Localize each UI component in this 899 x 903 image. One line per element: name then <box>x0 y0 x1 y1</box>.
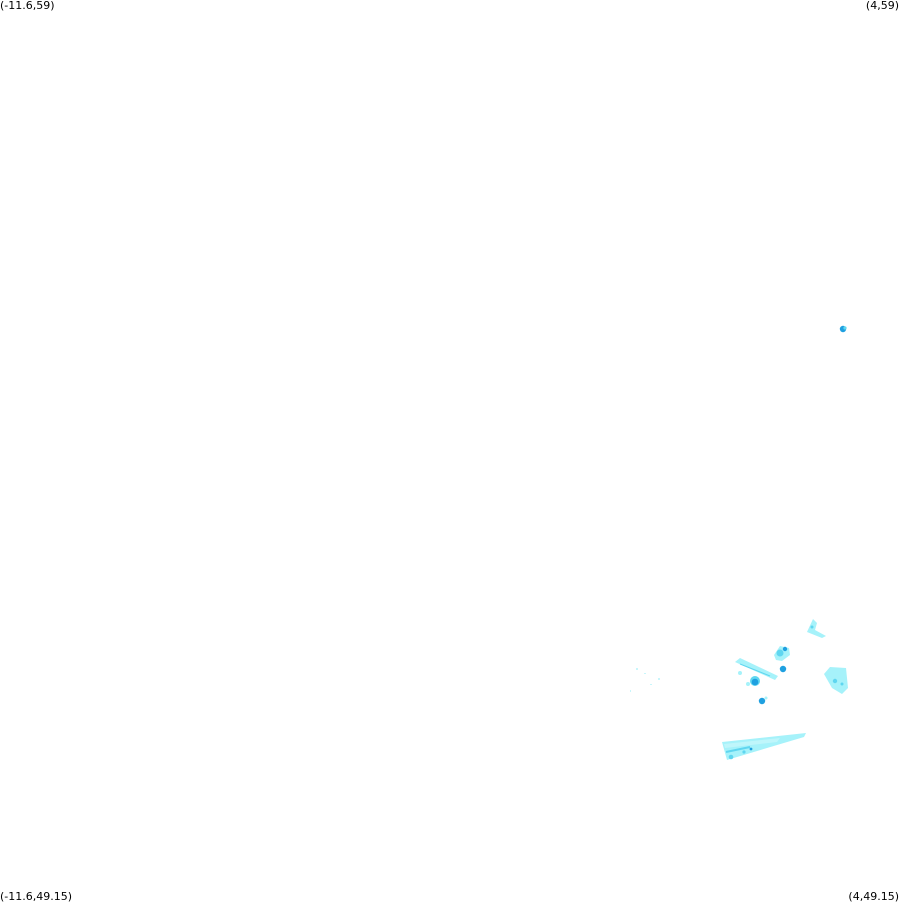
data-cell-faint-west <box>630 668 660 692</box>
data-cell-north <box>839 325 847 333</box>
corner-label-bottom-right: (4,49.15) <box>848 890 899 903</box>
data-cell-southern-band <box>722 733 806 760</box>
data-cell-central-cluster <box>735 646 790 705</box>
corner-label-top-left: (-11.6,59) <box>0 0 55 12</box>
data-cell-east <box>824 667 848 694</box>
corner-label-top-right: (4,59) <box>865 0 899 12</box>
data-cell-northeast-streak <box>807 619 826 638</box>
corner-label-bottom-left: (-11.6,49.15) <box>0 890 73 903</box>
